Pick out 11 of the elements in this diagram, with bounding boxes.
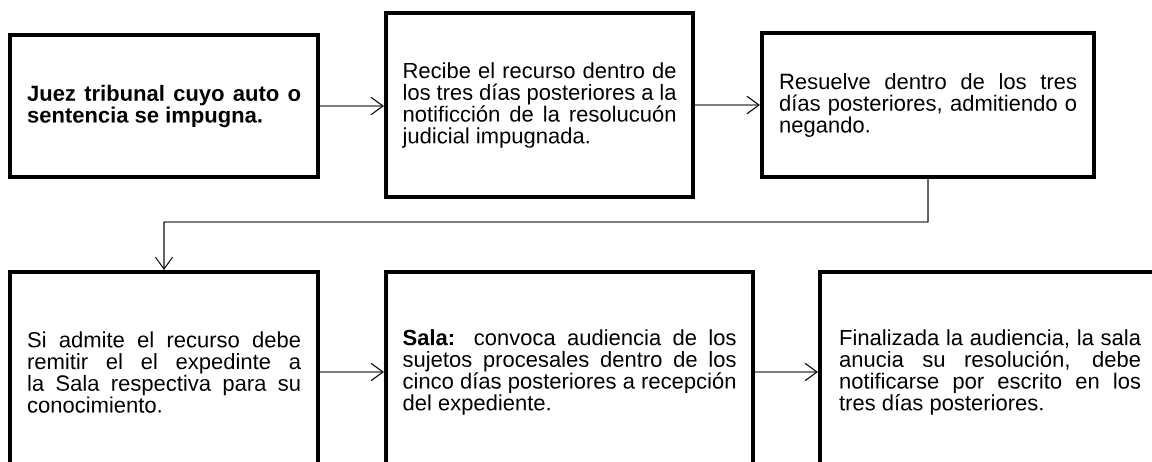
process-box: Finalizada la audiencia, la sala anucia su resolución, debe notificarse por escrito en los tres días posteriores. [818,270,1152,462]
process-box: Sala: convoca audiencia de los sujetos procesales dentro de los cinco días posteriores a recepción del expediente. [384,270,755,462]
process-box: Recibe el recurso dentro de los tres días posteriores a la notificción de la resolucuón judicial impugnada. [384,11,695,199]
process-box: Resuelve dentro de los tres días posteriores, admitiendo o negando. [760,31,1096,179]
arrow [694,95,760,115]
arrow [154,178,929,270]
arrow [319,96,385,116]
arrow [319,362,385,382]
arrow [754,362,818,382]
process-box: Si admite el recurso debe remitir el el expedinte a la Sala respectiva para su conocimiento. [8,270,320,462]
process-box: Juez tribunal cuyo auto o sentencia se impugna. [8,33,320,179]
